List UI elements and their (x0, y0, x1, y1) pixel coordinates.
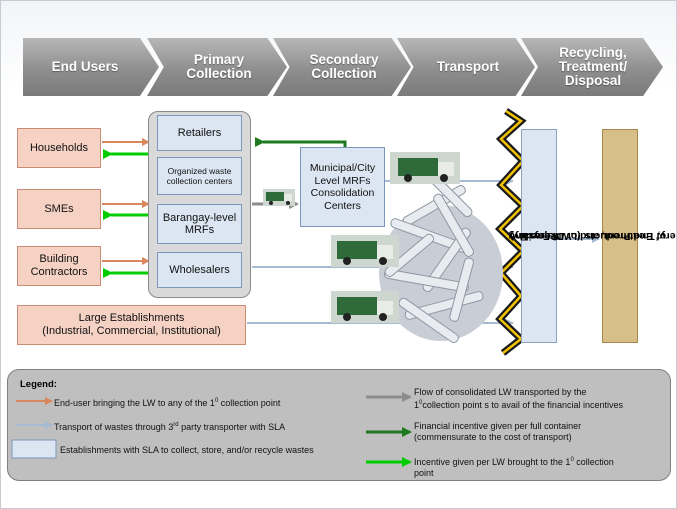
boundary-zigzag-inner (498, 109, 525, 354)
garbage-truck-icon (331, 291, 399, 323)
legend-item-consolidated-flow: Flow of consolidated LW transported by t… (414, 387, 623, 410)
legend-item-end-user: End-user bringing the LW to any of the 1… (54, 398, 281, 408)
smes-box: SMEs (17, 189, 101, 229)
municipal-mrfs-box: Municipal/City Level MRFs Consolidation … (300, 147, 385, 227)
households-box: Households (17, 128, 101, 168)
legend: Legend: End-user bringing the LW to any … (7, 369, 671, 481)
garbage-truck-icon (390, 152, 460, 184)
legend-item-transport: Transport of wastes through 3rd party tr… (54, 422, 286, 432)
stage-end-users: End Users (23, 38, 159, 96)
incentive-to-retailers-arrow (255, 137, 347, 147)
household-arrows (102, 138, 150, 159)
legend-item-establishments: Establishments with SLA to collect, stor… (60, 445, 314, 455)
stage-recycling: Recycling, Treatment/ Disposal (521, 38, 663, 96)
stage-secondary-collection: Secondary Collection (273, 38, 411, 96)
retailers-box: Retailers (157, 115, 242, 151)
recycling-facility-box: Recycling(LWM Facility) (508, 129, 580, 343)
stage-primary-collection: Primary Collection (147, 38, 287, 96)
legend-item-lw-incentive: Incentive given per LW brought to the 10… (414, 457, 614, 478)
wholesalers-box: Wholesalers (157, 252, 242, 288)
barangay-mrfs-box: Barangay-level MRFs (157, 204, 242, 244)
sme-arrows (102, 200, 150, 220)
legend-swatches (11, 392, 412, 467)
garbage-truck-icon (331, 235, 399, 267)
organized-centers-box: Organized waste collection centers (157, 157, 242, 195)
stage-transport: Transport (397, 38, 535, 96)
legend-title: Legend: (20, 379, 57, 390)
legend-item-financial-incentive: Financial incentive given per full conta… (414, 421, 582, 442)
contractor-arrows (102, 257, 150, 278)
large-establishments-box: Large Establishments (Industrial, Commer… (17, 305, 246, 345)
building-contractors-box: Building Contractors (17, 246, 101, 286)
garbage-truck-icon (263, 189, 295, 206)
